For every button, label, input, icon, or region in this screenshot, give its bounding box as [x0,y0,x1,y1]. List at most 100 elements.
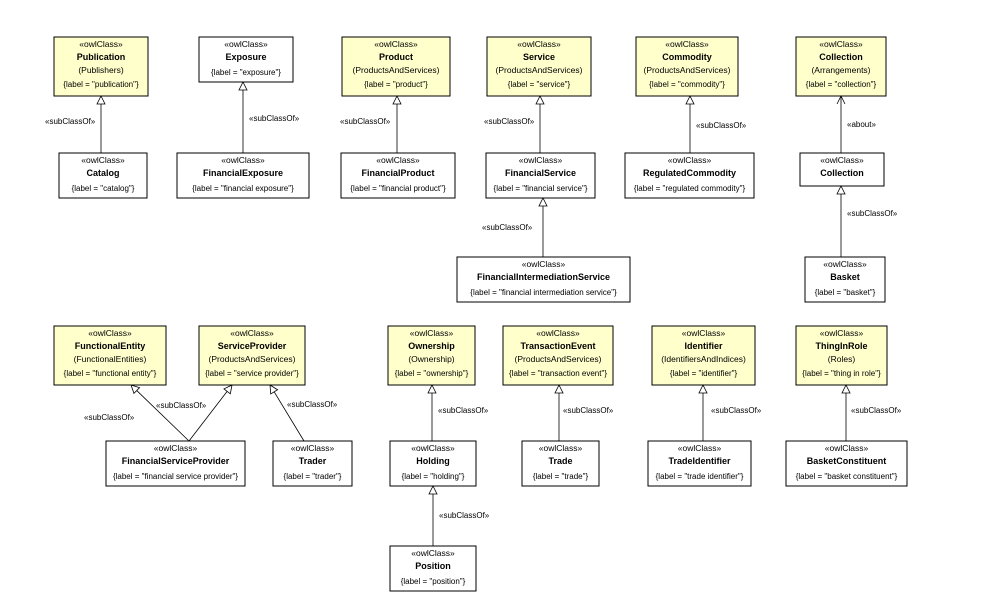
class-box [795,325,888,386]
class-name: FinancialServiceProvider [122,456,230,466]
class-name: Trader [299,456,327,466]
class-label-tag: {label = "publication"} [63,80,139,89]
class-box [389,440,477,487]
class-box [502,325,614,386]
relation-label: «subClassOf» [438,406,489,415]
class-transaction_event[interactable]: «owlClass»TransactionEvent(ProductsAndSe… [502,325,614,386]
generalization-arrowhead [535,95,545,105]
class-stereotype: «owlClass» [411,548,455,558]
class-box [804,256,886,303]
class-basket_constituent[interactable]: «owlClass»BasketConstituent{label = "bas… [785,440,908,487]
relation-r4: «subClassOf» [484,95,545,153]
class-collection_arr[interactable]: «owlClass»Collection(Arrangements){label… [795,36,887,97]
class-fin_service_provider[interactable]: «owlClass»FinancialServiceProvider{label… [105,440,246,487]
class-stereotype: «owlClass» [88,328,132,338]
generalization-arrowhead [841,384,851,394]
class-service[interactable]: «owlClass»Service(ProductsAndServices){l… [486,36,592,97]
class-package: (FunctionalEntities) [74,354,147,364]
class-box [105,440,246,487]
relation-label: «subClassOf» [340,117,391,126]
class-stereotype: «owlClass» [410,328,454,338]
class-box [521,440,600,487]
class-name: TradeIdentifier [668,456,731,466]
generalization-arrowhead [836,185,846,195]
class-box [785,440,908,487]
class-box [53,325,167,386]
class-name: Collection [819,52,863,62]
class-functional_entity[interactable]: «owlClass»FunctionalEntity(FunctionalEnt… [53,325,167,386]
class-box [486,36,592,97]
relation-label: «subClassOf» [711,406,762,415]
relation-label: «about» [847,120,876,129]
class-holding[interactable]: «owlClass»Holding{label = "holding"} [389,440,477,487]
class-label-tag: {label = "identifier"} [670,369,738,378]
class-stereotype: «owlClass» [682,328,726,338]
relation-line [273,391,305,442]
class-fin_product[interactable]: «owlClass»FinancialProduct{label = "fina… [340,152,456,199]
class-box [53,36,149,97]
class-fin_intermed[interactable]: «owlClass»FinancialIntermediationService… [456,256,631,303]
class-label-tag: {label = "service"} [508,80,571,89]
class-stereotype: «owlClass» [519,155,563,165]
class-name: FinancialIntermediationService [477,272,610,282]
generalization-arrowhead [238,81,248,91]
class-commodity[interactable]: «owlClass»Commodity(ProductsAndServices)… [635,36,739,97]
class-stereotype: «owlClass» [376,155,420,165]
class-stereotype: «owlClass» [536,328,580,338]
class-label-tag: {label = "catalog"} [72,184,135,193]
class-name: TransactionEvent [520,341,595,351]
class-reg_commodity[interactable]: «owlClass»RegulatedCommodity{label = "re… [624,152,755,199]
class-label-tag: {label = "product"} [364,80,428,89]
class-stereotype: «owlClass» [221,155,265,165]
class-name: Product [379,52,413,62]
class-label-tag: {label = "service provider"} [205,369,299,378]
class-fin_service[interactable]: «owlClass»FinancialService{label = "fina… [485,152,596,199]
relation-r10: «subClassOf» [156,384,233,442]
class-name: Holding [416,456,450,466]
class-trade[interactable]: «owlClass»Trade{label = "trade"} [521,440,600,487]
class-label-tag: {label = "transaction event"} [509,369,607,378]
class-stereotype: «owlClass» [79,39,123,49]
class-basket[interactable]: «owlClass»Basket{label = "basket"} [804,256,886,303]
class-ownership[interactable]: «owlClass»Ownership(Ownership){label = "… [387,325,476,386]
class-stereotype: «owlClass» [81,155,125,165]
class-label-tag: {label = "commodity"} [649,80,725,89]
class-trade_identifier[interactable]: «owlClass»TradeIdentifier{label = "trade… [647,440,752,487]
relation-r11: «subClassOf» [269,384,338,442]
class-name: Commodity [662,52,712,62]
generalization-arrowhead [427,384,437,394]
class-catalog[interactable]: «owlClass»Catalog{label = "catalog"} [58,152,148,199]
class-position[interactable]: «owlClass»Position{label = "position"} [389,545,477,592]
class-name: Trade [548,456,572,466]
generalization-arrowhead [685,95,695,105]
class-trader[interactable]: «owlClass»Trader{label = "trader"} [272,440,353,487]
relation-label: «subClassOf» [696,121,747,130]
class-exposure[interactable]: «owlClass»Exposure{label = "exposure"} [198,36,294,83]
relation-label: «subClassOf» [287,400,338,409]
class-box [340,152,456,199]
class-product[interactable]: «owlClass»Product(ProductsAndServices){l… [341,36,451,97]
class-box [198,325,306,386]
class-collection[interactable]: «owlClass» Collection [799,152,885,187]
class-stereotype: «owlClass» [517,39,561,49]
class-stereotype: «owlClass» [539,443,583,453]
class-service_provider[interactable]: «owlClass»ServiceProvider(ProductsAndSer… [198,325,306,386]
class-package: (ProductsAndServices) [353,65,440,75]
generalization-arrowhead [96,95,106,105]
class-publication[interactable]: «owlClass»Publication(Publishers){label … [53,36,149,97]
class-name: Collection [820,168,864,178]
class-thing_in_role[interactable]: «owlClass»ThingInRole(Roles){label = "th… [795,325,888,386]
class-stereotype: «owlClass» [820,328,864,338]
class-fin_exposure[interactable]: «owlClass»FinancialExposure{label = "fin… [176,152,310,199]
class-label-tag: {label = "exposure"} [211,68,281,77]
class-package: (Roles) [828,354,856,364]
class-stereotype: «owlClass» [230,328,274,338]
class-box [456,256,631,303]
class-stereotype: «owlClass» [820,155,864,165]
class-label-tag: {label = "thing in role"} [802,369,881,378]
relation-r6: «about» [836,95,876,153]
generalization-arrowhead [392,95,402,105]
class-identifier[interactable]: «owlClass»Identifier(IdentifiersAndIndic… [651,325,756,386]
class-box [58,152,148,199]
